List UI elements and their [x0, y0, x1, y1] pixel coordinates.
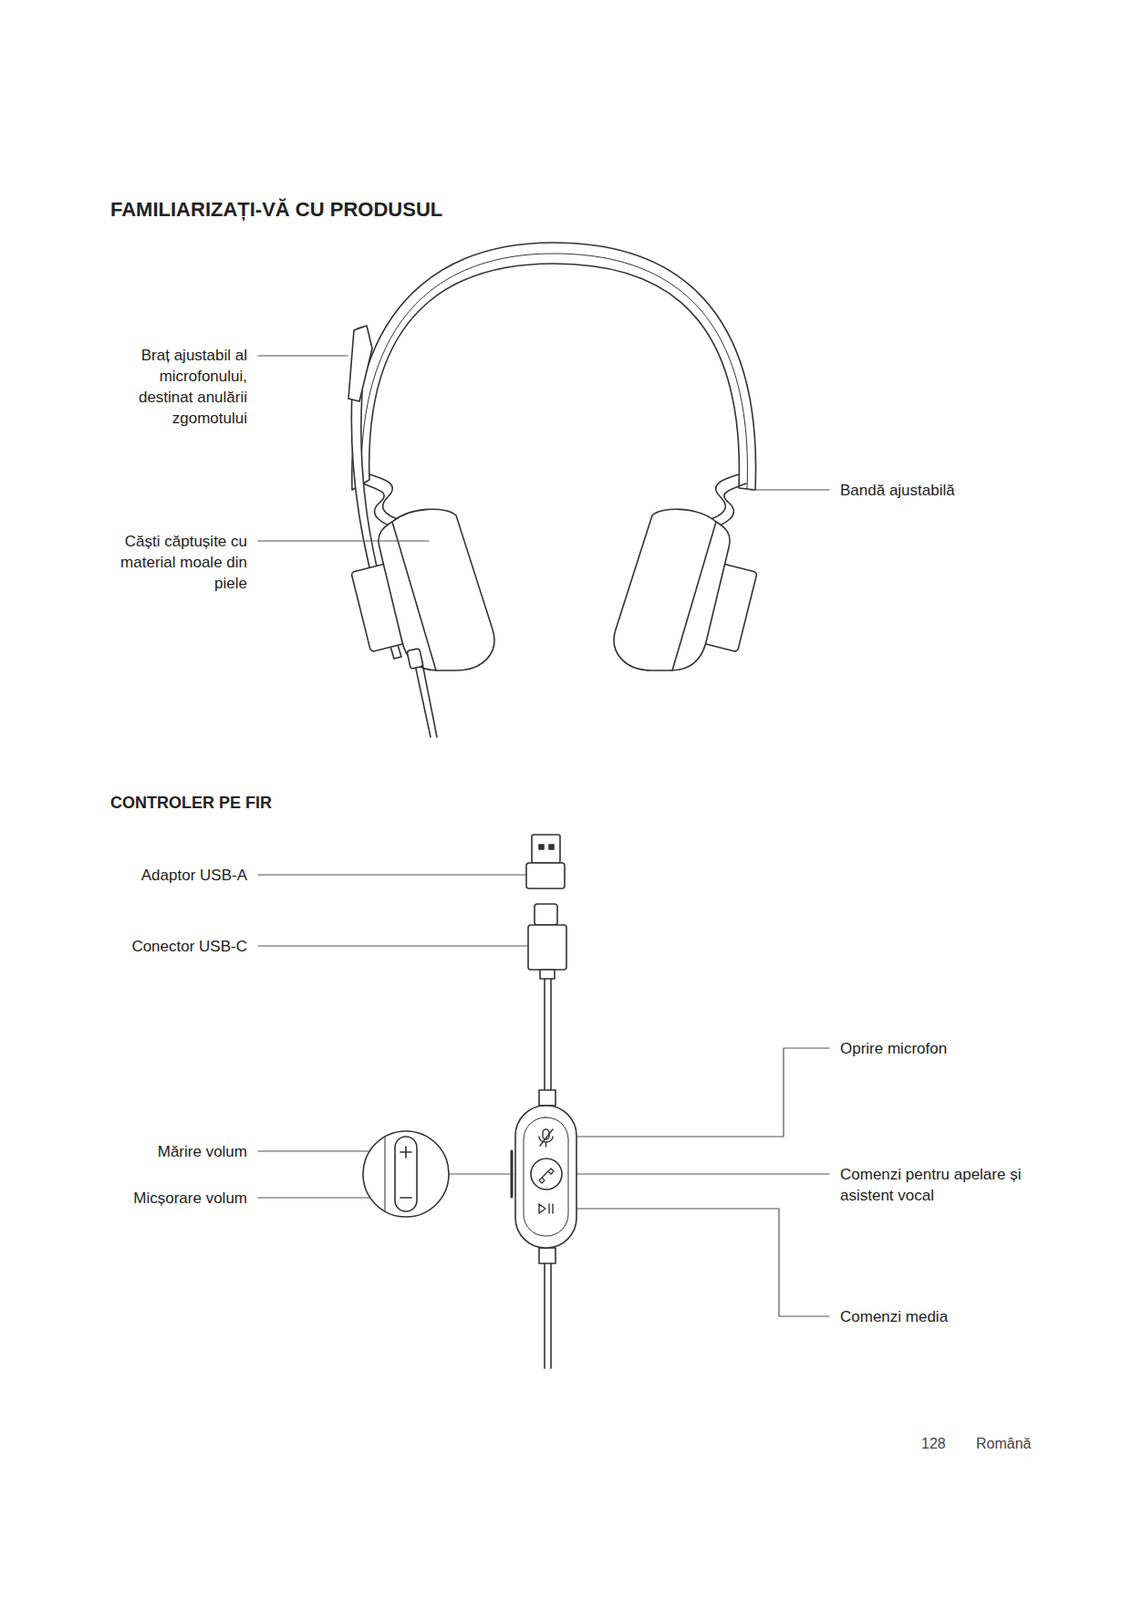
usb-a-plug	[531, 834, 561, 863]
cup-left	[378, 508, 495, 671]
part-label: Comenzi media	[840, 1306, 948, 1328]
part-label: Căști căptușite cu material moale din pi…	[87, 530, 248, 594]
mute-icon	[539, 1129, 553, 1147]
usb-a-body	[526, 862, 565, 889]
usb-c-body	[528, 924, 567, 970]
part-label: Conector USB-C	[131, 935, 248, 957]
play-pause-icon	[539, 1204, 553, 1214]
page-number: 128	[921, 1433, 946, 1454]
usb-a-hole	[539, 844, 544, 850]
cable-strain-relief	[406, 648, 424, 669]
controller-face	[523, 1117, 569, 1236]
usb-c-relief	[540, 969, 555, 979]
part-label: Adaptor USB-A	[141, 864, 248, 886]
part-label: Mărire volum	[157, 1141, 248, 1163]
volume-rocker-zoom	[394, 1136, 417, 1212]
cup-right	[613, 508, 730, 671]
part-label: Braț ajustabil al microfonului, destinat…	[103, 344, 248, 429]
volume-magnifier	[363, 1131, 449, 1217]
part-label: Comenzi pentru apelare și asistent vocal	[840, 1163, 1055, 1206]
part-label: Micșorare volum	[133, 1187, 248, 1209]
minus-symbol	[400, 1196, 412, 1199]
inline-controller	[515, 1105, 577, 1248]
volume-rocker	[510, 1151, 514, 1197]
usb-c-tip	[534, 903, 558, 925]
phone-icon	[539, 1168, 554, 1184]
cup-left-edge	[392, 521, 437, 671]
mic-tip	[348, 325, 373, 402]
section-heading: CONTROLER PE FIR	[110, 792, 272, 814]
page-language: Română	[976, 1433, 1031, 1454]
call-button	[530, 1158, 562, 1190]
plus-symbol	[400, 1146, 412, 1158]
headband-inner	[361, 253, 748, 489]
page-title: FAMILIARIZAȚI-VĂ CU PRODUSUL	[110, 198, 443, 220]
part-label: Bandă ajustabilă	[840, 479, 956, 501]
headband	[352, 242, 757, 490]
part-label: Oprire microfon	[840, 1038, 947, 1060]
cup-right-edge	[672, 521, 717, 671]
leader-lines	[258, 355, 830, 1317]
headset-cable	[414, 658, 437, 738]
magnifier-cable	[384, 1136, 386, 1212]
usb-a-hole	[549, 844, 554, 850]
